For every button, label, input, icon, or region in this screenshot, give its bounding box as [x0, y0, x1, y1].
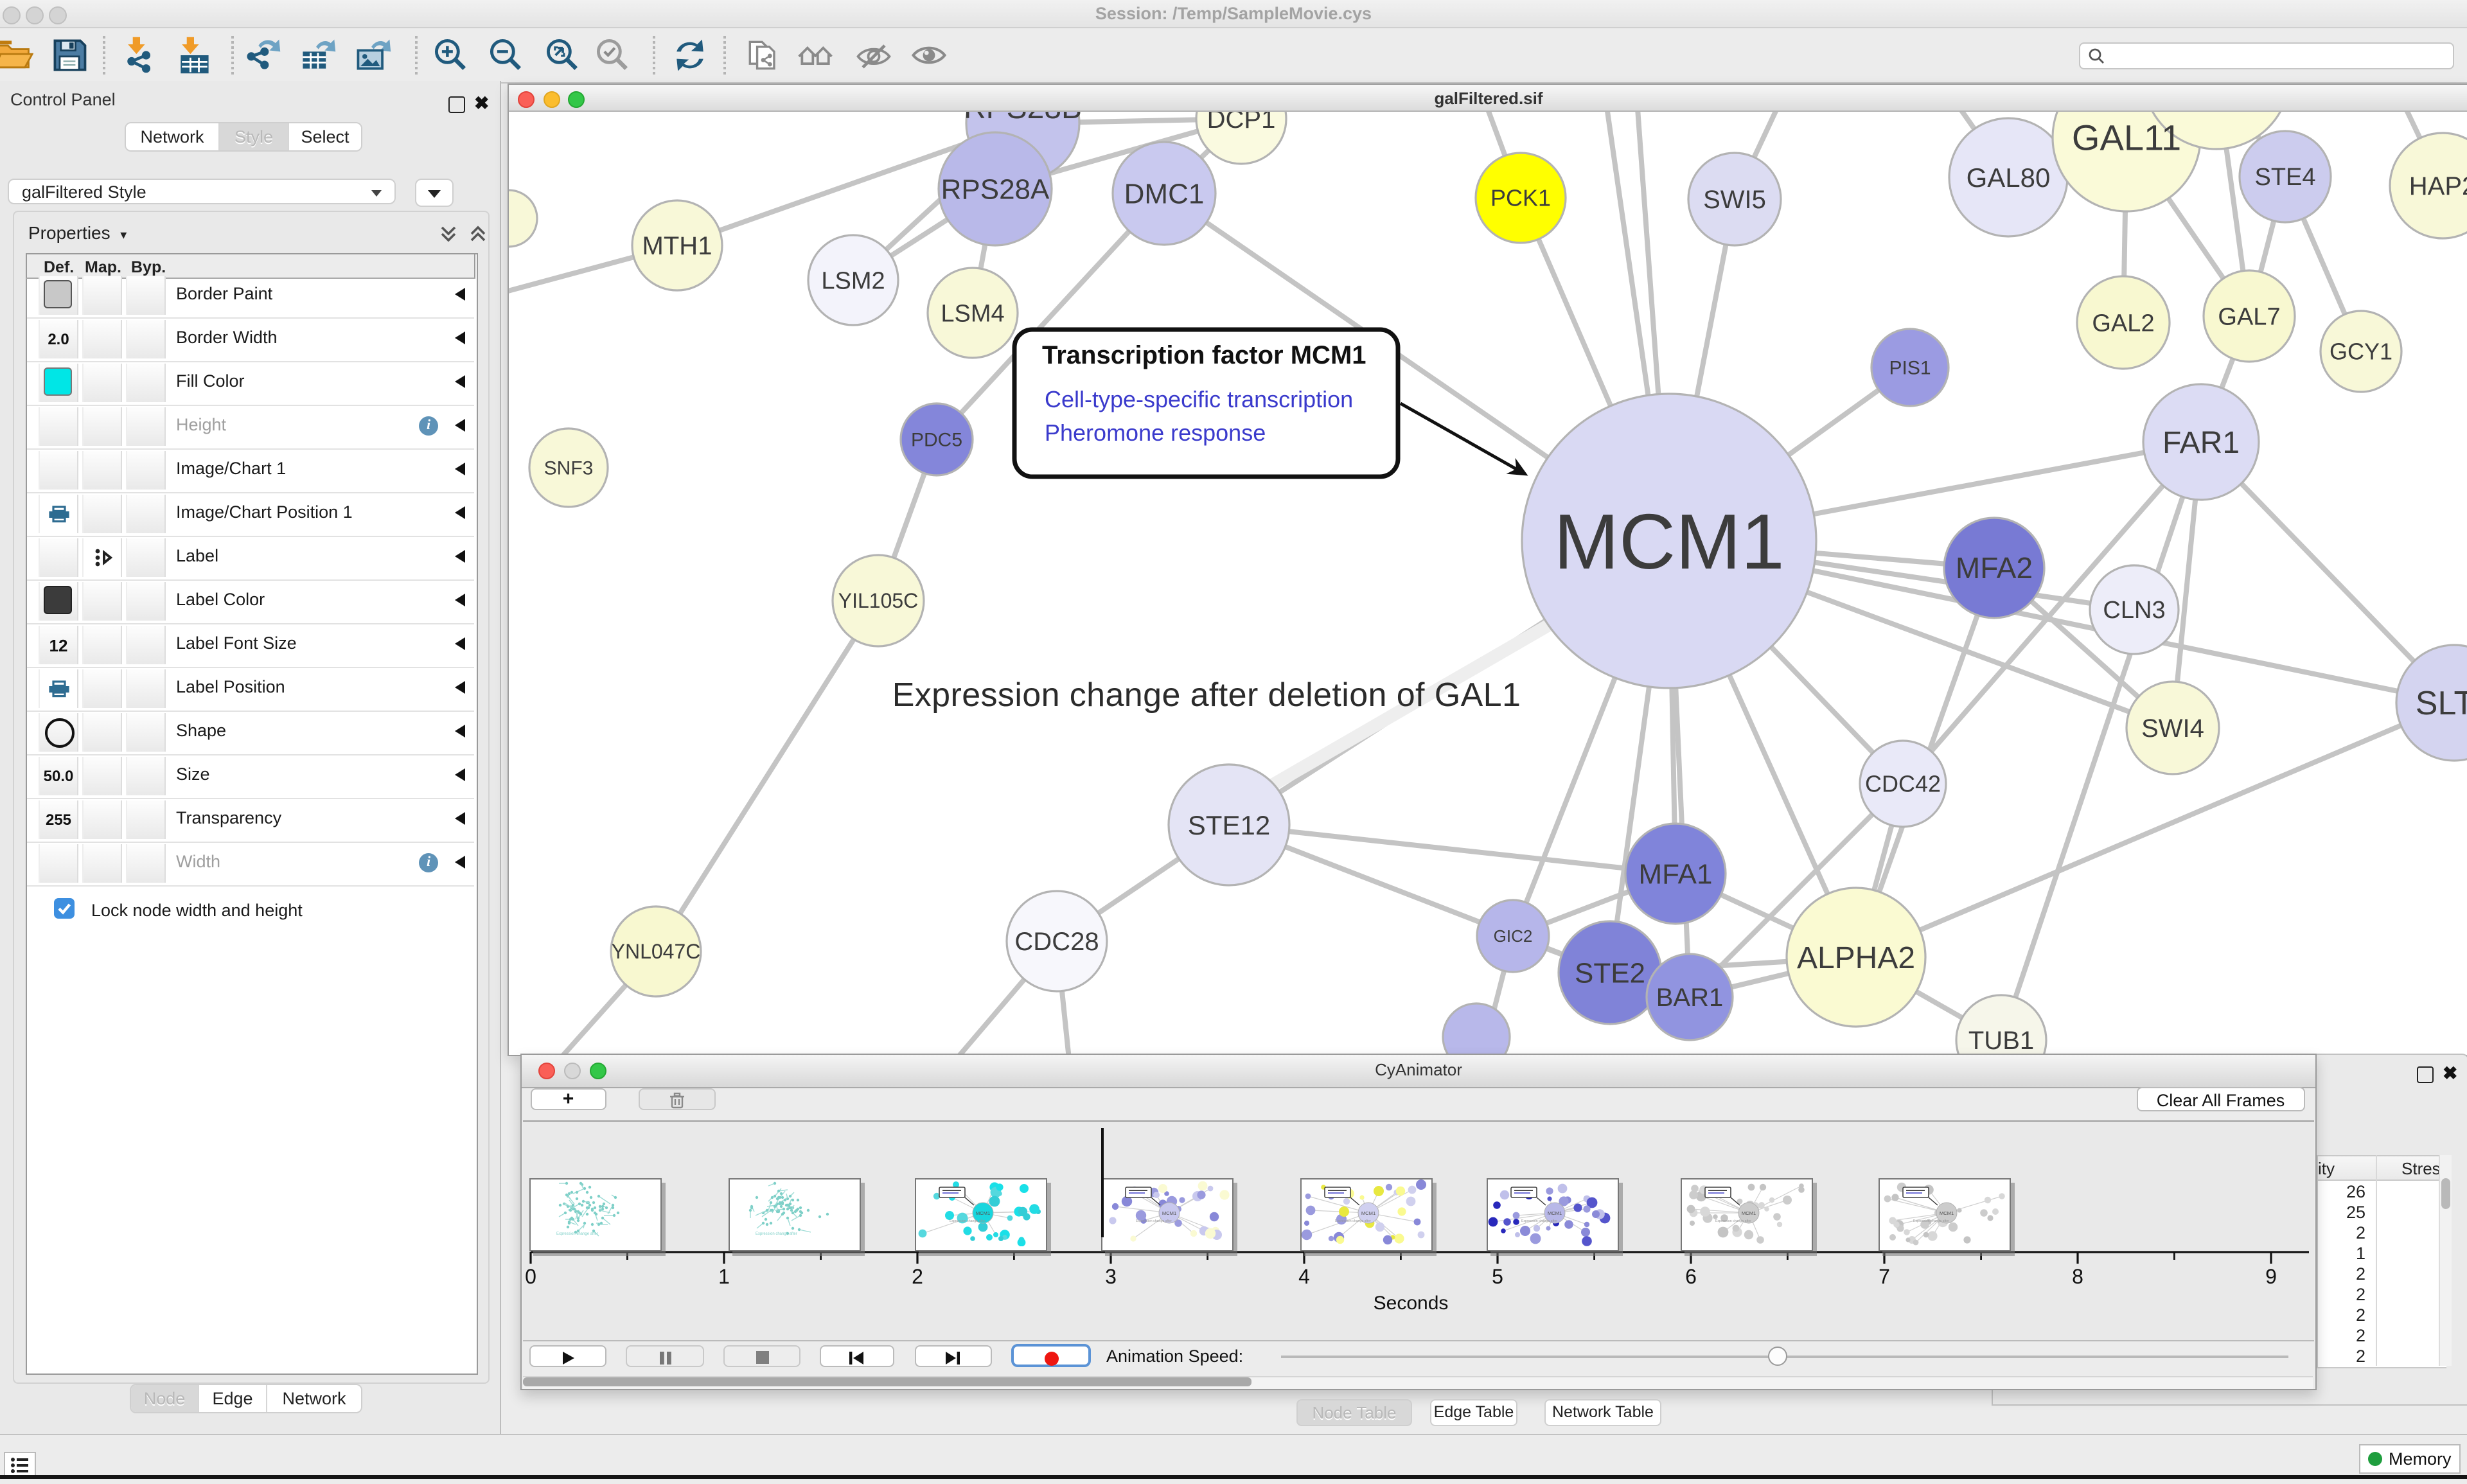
svg-text:3: 3	[1105, 1265, 1117, 1288]
svg-text:6: 6	[1685, 1265, 1697, 1288]
svg-text:CDC42: CDC42	[1865, 771, 1941, 797]
svg-text:GCY1: GCY1	[2330, 339, 2392, 365]
svg-text:STE2: STE2	[1575, 957, 1645, 989]
svg-text:RPS28B: RPS28B	[964, 112, 1082, 125]
svg-text:DMC1: DMC1	[1124, 178, 1205, 209]
svg-text:4: 4	[1298, 1265, 1310, 1288]
svg-text:SLT2: SLT2	[2416, 685, 2467, 722]
svg-text:Expression change after: Expression change after	[1521, 1219, 1557, 1223]
svg-text:TUB1: TUB1	[1968, 1027, 2034, 1054]
svg-text:STE12: STE12	[1188, 810, 1270, 840]
svg-text:5: 5	[1492, 1265, 1503, 1288]
svg-text:7: 7	[1879, 1265, 1890, 1288]
svg-text:9: 9	[2265, 1265, 2277, 1288]
svg-text:MCM1: MCM1	[1940, 1210, 1954, 1216]
svg-text:BAR1: BAR1	[1656, 984, 1724, 1012]
svg-text:LSM2: LSM2	[821, 267, 885, 294]
svg-text:SNF3: SNF3	[544, 457, 594, 479]
svg-text:MCM1: MCM1	[976, 1210, 990, 1216]
svg-text:Cell-type-specific transcripti: Cell-type-specific transcription	[1045, 386, 1353, 412]
svg-text:RPS28A: RPS28A	[941, 173, 1050, 205]
svg-text:Expression change after: Expression change after	[1715, 1219, 1751, 1223]
svg-text:MFA1: MFA1	[1639, 858, 1713, 890]
svg-text:Expression change after: Expression change after	[950, 1219, 986, 1223]
svg-text:Expression change after: Expression change after	[1136, 1219, 1172, 1223]
svg-text:MCM1: MCM1	[1547, 1210, 1561, 1216]
svg-text:ALPHA2: ALPHA2	[1797, 941, 1915, 975]
svg-text:GAL2: GAL2	[2092, 310, 2154, 337]
svg-text:GAL80: GAL80	[1967, 163, 2051, 193]
svg-text:8: 8	[2072, 1265, 2083, 1288]
svg-text:MFA2: MFA2	[1956, 551, 2033, 585]
svg-text:HAP2: HAP2	[2409, 172, 2467, 200]
svg-text:DCP1: DCP1	[1207, 112, 1276, 134]
svg-text:PIS1: PIS1	[1889, 357, 1931, 378]
svg-text:Pheromone response: Pheromone response	[1045, 420, 1266, 446]
svg-text:Expression change after: Expression change after	[1335, 1219, 1371, 1223]
svg-text:PDC5: PDC5	[911, 429, 962, 450]
svg-text:STE4: STE4	[2254, 164, 2315, 191]
svg-text:YNL047C: YNL047C	[612, 940, 701, 963]
svg-text:Expression change after: Expression change after	[1913, 1219, 1949, 1223]
svg-text:YIL105C: YIL105C	[838, 589, 919, 612]
svg-text:Seconds: Seconds	[1374, 1293, 1449, 1314]
svg-text:SWI4: SWI4	[2141, 714, 2204, 743]
svg-text:LSM4: LSM4	[941, 300, 1004, 327]
svg-text:PCK1: PCK1	[1490, 185, 1551, 211]
svg-text:MCM1: MCM1	[1553, 498, 1784, 585]
svg-text:CLN3: CLN3	[2103, 597, 2165, 624]
svg-text:0: 0	[525, 1265, 536, 1288]
svg-text:2: 2	[912, 1265, 923, 1288]
svg-text:1: 1	[718, 1265, 730, 1288]
svg-text:Expression change after deleti: Expression change after deletion of GAL1	[892, 676, 1521, 714]
svg-text:Expression change after: Expression change after	[556, 1232, 598, 1236]
svg-text:MCM1: MCM1	[1361, 1210, 1375, 1216]
svg-text:MCM1: MCM1	[1741, 1210, 1755, 1216]
svg-text:GAL11: GAL11	[2072, 118, 2181, 158]
svg-text:Expression change after: Expression change after	[755, 1232, 797, 1236]
svg-text:CDC28: CDC28	[1014, 928, 1099, 956]
svg-text:FAR1: FAR1	[2162, 426, 2240, 460]
svg-text:MTH1: MTH1	[642, 232, 712, 260]
svg-text:GIC2: GIC2	[1494, 926, 1533, 946]
svg-text:MCM1: MCM1	[1162, 1210, 1176, 1216]
svg-text:SWI5: SWI5	[1703, 186, 1766, 214]
svg-text:Transcription factor MCM1: Transcription factor MCM1	[1042, 341, 1366, 369]
svg-text:GAL7: GAL7	[2218, 303, 2280, 330]
